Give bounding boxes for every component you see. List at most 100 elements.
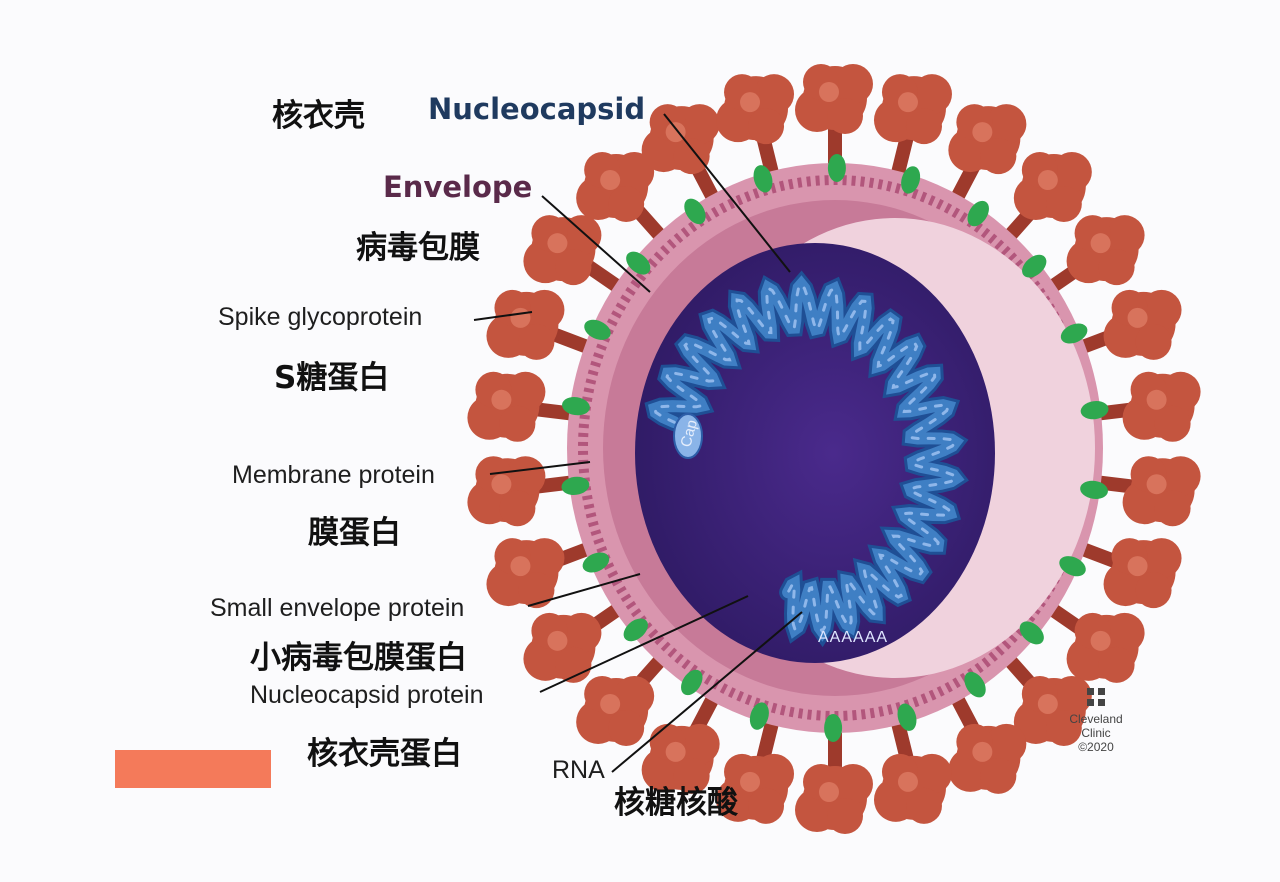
cap-oval: [673, 413, 703, 459]
spike-highlight: [972, 741, 993, 762]
spike-head: [467, 371, 546, 442]
membrane-protein: [584, 319, 611, 340]
spike-highlight: [547, 233, 568, 254]
spike-lobe: [986, 723, 1027, 764]
membrane-protein: [1060, 323, 1088, 344]
leader-line: [541, 195, 651, 293]
spike-lobe: [980, 138, 1017, 175]
spike-head: [641, 723, 720, 794]
spike-head: [1013, 152, 1092, 223]
spike-lobe: [1160, 371, 1201, 412]
membrane-protein: [684, 198, 706, 225]
membrane-protein: [562, 397, 590, 416]
logo-line-3: ©2020: [1078, 740, 1114, 754]
redaction-box: [115, 750, 271, 788]
spike-head: [948, 723, 1027, 794]
spike-glycoproteins: [467, 64, 1201, 834]
spike-highlight: [491, 389, 512, 410]
spike-head: [1122, 456, 1201, 527]
spike-lobe: [1098, 646, 1135, 683]
membrane-protein: [626, 251, 651, 275]
spike-lobe: [748, 787, 785, 824]
spike-head: [1122, 371, 1201, 442]
label-membrane-cn: 膜蛋白: [308, 515, 401, 551]
spike-lobe: [986, 104, 1027, 145]
spike-highlight: [740, 771, 761, 792]
spike-lobe: [905, 787, 942, 824]
spike-lobe: [1051, 152, 1092, 193]
spike-lobe: [1154, 405, 1191, 442]
spike-lobe: [561, 612, 602, 653]
membrane-protein: [623, 618, 648, 642]
spike-lobe: [748, 108, 785, 145]
spike-head: [948, 104, 1027, 175]
membrane-protein: [1080, 401, 1109, 420]
label-small-envelope-cn: 小病毒包膜蛋白: [250, 640, 467, 676]
leader-line: [473, 311, 533, 321]
spike-lobe: [673, 138, 710, 175]
spike-lobe: [505, 456, 546, 497]
spike-lobe: [905, 108, 942, 145]
spike-lobe: [1141, 289, 1182, 330]
spike-highlight: [1127, 307, 1148, 328]
spike-lobe: [1135, 323, 1172, 360]
spike-lobe: [1135, 572, 1172, 609]
leader-lines: [473, 113, 803, 773]
membrane-protein: [964, 671, 986, 698]
membrane-proteins: [561, 154, 1109, 742]
spike-head: [1066, 215, 1145, 286]
label-membrane-en: Membrane protein: [232, 461, 435, 489]
spike-lobe: [524, 289, 565, 330]
spike-lobe: [614, 152, 655, 193]
logo-line-2: Clinic: [1081, 726, 1111, 740]
membrane-protein: [824, 713, 843, 742]
spike-highlight: [600, 170, 621, 191]
spike-lobe: [980, 757, 1017, 794]
spike-lobe: [1045, 186, 1082, 223]
spike-highlight: [1090, 233, 1111, 254]
leader-line: [489, 461, 591, 475]
label-spike-en: Spike glycoprotein: [218, 303, 423, 331]
membrane-protein: [753, 165, 773, 193]
leader-line: [663, 113, 791, 273]
spike-lobe: [911, 74, 952, 115]
spike-lobe: [1154, 490, 1191, 527]
spike-lobe: [614, 675, 655, 716]
spike-head: [467, 456, 546, 527]
spike-highlight: [972, 122, 993, 143]
label-nucleocapsid-protein-en: Nucleocapsid protein: [250, 681, 484, 709]
spike-head: [795, 64, 873, 134]
spike-lobe: [827, 798, 863, 834]
spike-head: [641, 104, 720, 175]
spike-lobe: [524, 538, 565, 579]
spike-highlight: [897, 771, 918, 792]
rna-helix: [644, 270, 969, 648]
label-nucleocapsid-en: Nucleocapsid: [428, 92, 646, 126]
label-rna-cn: 核糖核酸: [614, 785, 738, 821]
membrane-protein: [827, 154, 846, 183]
label-envelope-en: Envelope: [383, 170, 533, 204]
spike-lobe: [673, 757, 710, 794]
cleveland-clinic-logo: Cleveland Clinic ©2020: [1058, 688, 1134, 754]
membrane-protein: [561, 476, 590, 495]
spike-highlight: [819, 782, 839, 802]
leader-line: [611, 611, 803, 773]
label-nucleocapsid-protein-cn: 核衣壳蛋白: [307, 736, 462, 772]
spike-lobe: [499, 490, 536, 527]
spike-head: [873, 74, 952, 145]
logo-mark-icon: [1087, 688, 1105, 706]
spike-head: [1103, 289, 1182, 360]
label-small-envelope-en: Small envelope protein: [210, 594, 465, 622]
membrane-protein: [1022, 254, 1047, 278]
spike-lobe: [754, 753, 795, 794]
poly-a-label: AAAAAA: [818, 629, 888, 646]
spike-head: [576, 675, 655, 746]
spike-lobe: [1045, 709, 1082, 746]
spike-lobe: [608, 709, 645, 746]
spike-head: [1066, 612, 1145, 683]
spike-head: [523, 215, 602, 286]
spike-highlight: [510, 307, 531, 328]
spike-highlight: [510, 556, 531, 577]
spike-head: [795, 764, 873, 834]
